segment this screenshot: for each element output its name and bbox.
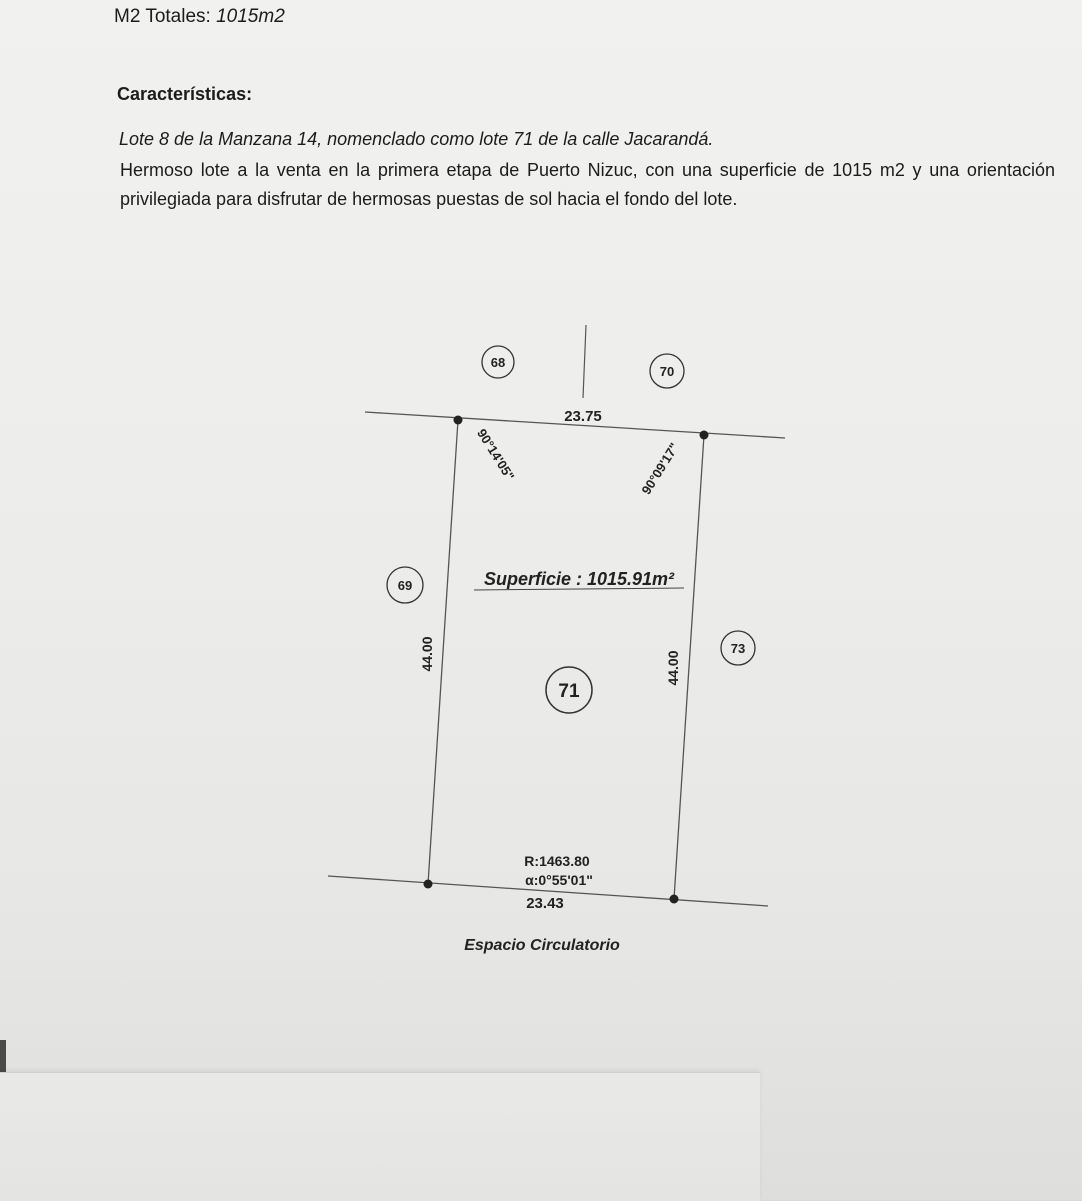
corner-marker	[669, 894, 679, 904]
right-boundary-line	[673, 434, 705, 900]
alpha-label: α:0°55'01"	[525, 872, 593, 888]
features-heading: Características:	[117, 84, 253, 104]
left-side-label: 44.00	[419, 636, 435, 671]
svg-text:70: 70	[660, 364, 674, 379]
total-area-value: 1015m2	[216, 6, 285, 27]
total-area-line: M2 Totales: 1015m2	[114, 6, 285, 28]
svg-text:68: 68	[491, 355, 505, 370]
lot-identification: Lote 8 de la Manzana 14, nomenclado como…	[119, 129, 714, 149]
neighbor-division-line	[582, 324, 587, 399]
svg-text:73: 73	[731, 641, 745, 656]
neighbor-lot-73: 73	[720, 630, 756, 666]
surface-label: Superficie : 1015.91m²	[484, 569, 675, 589]
neighbor-lot-70: 70	[649, 353, 685, 389]
total-area-label: M2 Totales:	[114, 6, 211, 27]
lot-description: Hermoso lote a la venta en la primera et…	[120, 160, 1055, 209]
svg-text:71: 71	[558, 681, 580, 702]
corner-marker	[423, 879, 433, 889]
left-boundary-line	[427, 419, 459, 885]
right-angle-label: 90°09'17"	[638, 440, 681, 497]
front-width-label: 23.75	[564, 408, 602, 425]
front-boundary-line	[364, 411, 786, 439]
lot-number-71: 71	[545, 666, 593, 714]
corner-marker	[699, 430, 709, 440]
neighbor-lot-68: 68	[481, 345, 515, 379]
corner-marker	[453, 415, 463, 425]
left-angle-label: 90°14'05"	[474, 426, 517, 483]
street-label: Espacio Circulatorio	[464, 937, 620, 954]
svg-text:69: 69	[398, 578, 412, 593]
right-side-label: 44.00	[665, 650, 681, 685]
back-width-label: 23.43	[526, 895, 564, 912]
radius-label: R:1463.80	[524, 853, 590, 869]
neighbor-lot-69: 69	[386, 566, 424, 604]
back-boundary-line	[327, 875, 769, 907]
surface-underline	[473, 587, 685, 591]
underlying-page	[0, 1072, 760, 1201]
